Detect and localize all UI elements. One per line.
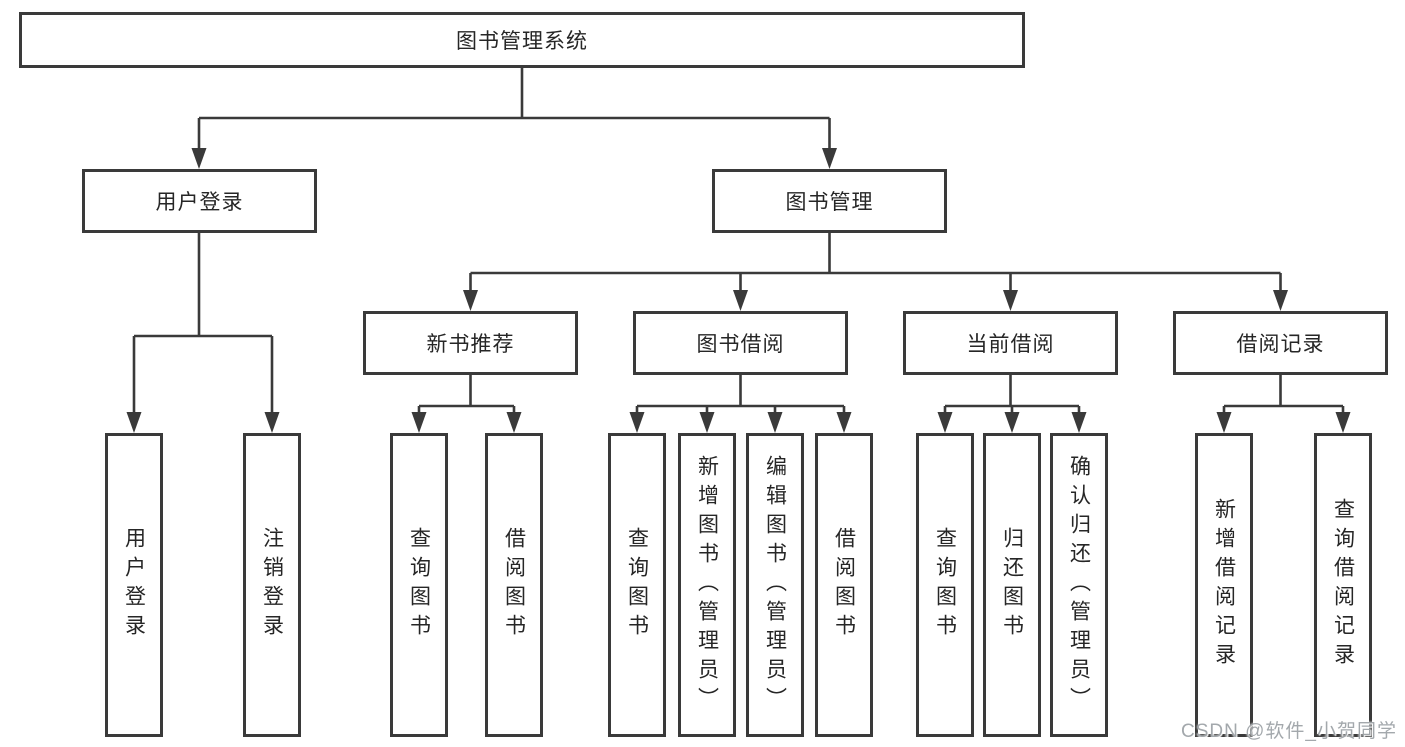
leaf-label: 新增借阅记录 — [1212, 498, 1236, 672]
node-book-management-label: 图书管理 — [785, 191, 874, 214]
leaf-label: 借阅图书 — [832, 527, 856, 643]
node-book-borrow-label: 图书借阅 — [696, 333, 785, 356]
arrow-icon — [463, 290, 478, 311]
leaf-label: 注销登录 — [260, 527, 284, 643]
leaf-add-borrow-record: 新增借阅记录 — [1195, 433, 1253, 737]
arrow-icon — [1216, 412, 1232, 433]
leaf-query-books-current: 查询图书 — [916, 433, 974, 737]
leaf-query-books-borrow: 查询图书 — [608, 433, 666, 737]
node-book-management: 图书管理 — [712, 169, 947, 233]
arrow-icon — [822, 148, 837, 169]
arrow-icon — [1071, 412, 1087, 433]
csdn-watermark: CSDN @软件_小贺同学 — [1181, 721, 1397, 742]
arrow-icon — [506, 412, 522, 433]
node-user-login-label: 用户登录 — [155, 191, 244, 214]
leaf-label: 查询借阅记录 — [1331, 498, 1355, 672]
connector-records-fork — [1222, 375, 1345, 415]
leaf-label: 用户登录 — [122, 527, 146, 643]
connector-bookmgmt-fork — [469, 233, 1282, 293]
arrow-icon — [937, 412, 953, 433]
node-borrow-records-label: 借阅记录 — [1236, 333, 1325, 356]
node-new-book-recommend: 新书推荐 — [363, 311, 578, 375]
node-root-label: 图书管理系统 — [456, 30, 588, 53]
arrow-icon — [629, 412, 645, 433]
leaf-return-books: 归还图书 — [983, 433, 1041, 737]
connector-newbooks-fork — [417, 375, 516, 415]
arrow-icon — [191, 148, 207, 169]
leaf-user-login: 用户登录 — [105, 433, 163, 737]
arrow-icon — [733, 290, 748, 311]
leaf-label: 查询图书 — [933, 527, 957, 643]
node-current-borrow: 当前借阅 — [903, 311, 1118, 375]
leaf-query-borrow-record: 查询借阅记录 — [1314, 433, 1372, 737]
leaf-query-books-recommend: 查询图书 — [390, 433, 448, 737]
connector-bookborrow-fork — [635, 375, 846, 415]
leaf-borrow-books: 借阅图书 — [815, 433, 873, 737]
leaf-label: 查询图书 — [407, 527, 431, 643]
leaf-confirm-return-admin: 确认归还（管理员） — [1050, 433, 1108, 737]
leaf-borrow-books-recommend: 借阅图书 — [485, 433, 543, 737]
arrow-icon — [767, 412, 783, 433]
connector-userlogin-fork — [132, 233, 274, 415]
leaf-edit-books-admin: 编辑图书（管理员） — [746, 433, 804, 737]
connector-currentborrow-fork — [943, 375, 1081, 415]
leaf-logout: 注销登录 — [243, 433, 301, 737]
node-current-borrow-label: 当前借阅 — [966, 333, 1055, 356]
connector-root-fork — [197, 68, 831, 151]
node-borrow-records: 借阅记录 — [1173, 311, 1388, 375]
arrow-icon — [264, 412, 280, 433]
arrowheads — [126, 148, 1351, 433]
arrow-icon — [699, 412, 715, 433]
arrow-icon — [1273, 290, 1288, 311]
node-user-login: 用户登录 — [82, 169, 317, 233]
arrow-icon — [126, 412, 142, 433]
arrow-icon — [836, 412, 852, 433]
arrow-icon — [411, 412, 427, 433]
leaf-label: 新增图书（管理员） — [695, 454, 719, 716]
node-new-book-recommend-label: 新书推荐 — [426, 333, 515, 356]
arrow-icon — [1335, 412, 1351, 433]
leaf-label: 归还图书 — [1000, 527, 1024, 643]
leaf-add-books-admin: 新增图书（管理员） — [678, 433, 736, 737]
node-book-borrow: 图书借阅 — [633, 311, 848, 375]
node-root: 图书管理系统 — [19, 12, 1025, 68]
leaf-label: 编辑图书（管理员） — [763, 454, 787, 716]
arrow-icon — [1004, 412, 1020, 433]
leaf-label: 借阅图书 — [502, 527, 526, 643]
arrow-icon — [1003, 290, 1018, 311]
leaf-label: 确认归还（管理员） — [1067, 454, 1091, 716]
leaf-label: 查询图书 — [625, 527, 649, 643]
